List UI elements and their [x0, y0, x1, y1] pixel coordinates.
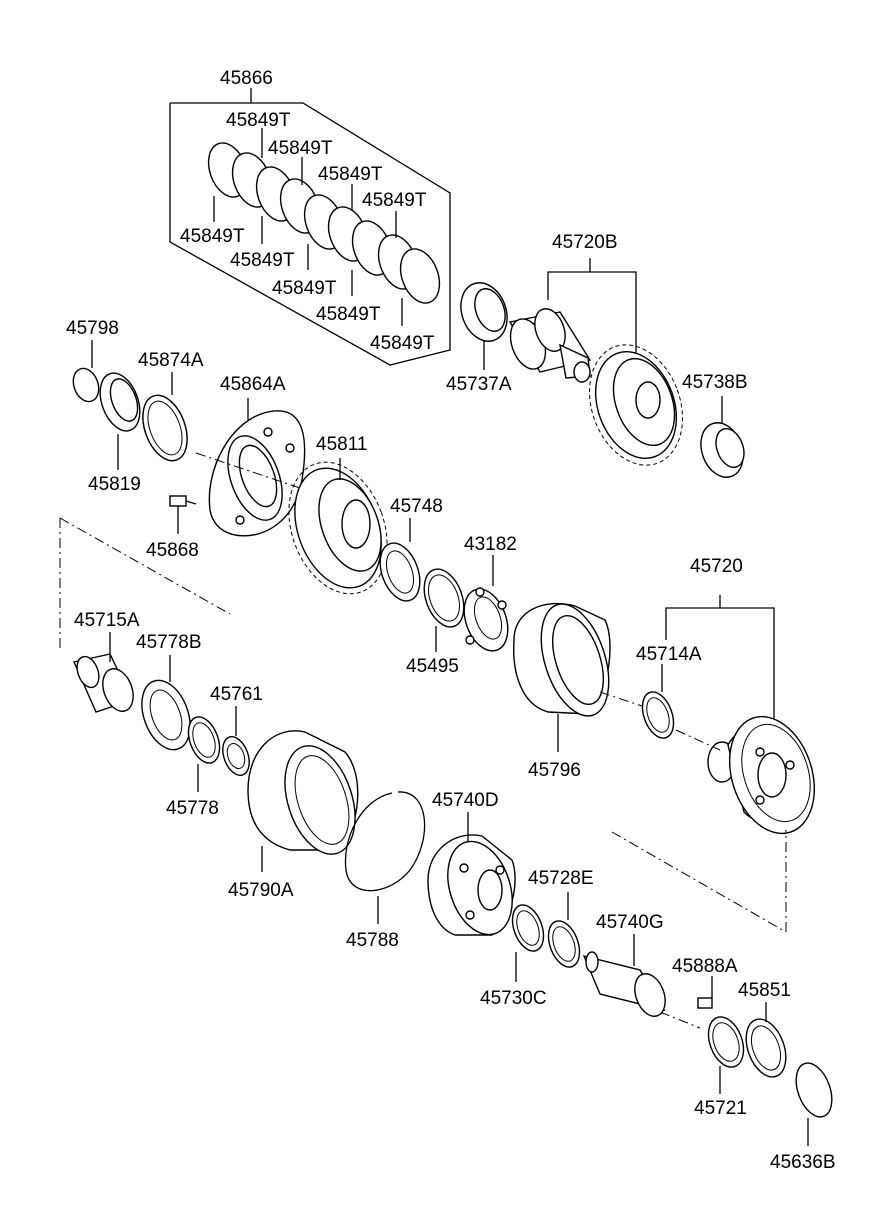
bearing-45737A — [460, 282, 508, 370]
label-45849T-2: 45849T — [268, 138, 333, 159]
label-45864A: 45864A — [220, 374, 286, 395]
label-45738B: 45738B — [682, 372, 748, 393]
label-45778B: 45778B — [136, 632, 202, 653]
label-45728E: 45728E — [528, 868, 594, 889]
label-45788: 45788 — [346, 930, 399, 951]
label-45866: 45866 — [220, 68, 273, 89]
label-45849T-6: 45849T — [230, 250, 295, 271]
washer-45495 — [423, 568, 465, 652]
label-45849T-5: 45849T — [180, 226, 245, 247]
label-45849T-4: 45849T — [362, 190, 427, 211]
washer-45778 — [187, 716, 221, 792]
label-45874A: 45874A — [138, 350, 204, 371]
label-45811: 45811 — [316, 434, 367, 455]
label-45714A: 45714A — [636, 644, 702, 665]
label-45798: 45798 — [66, 318, 119, 339]
shaft-45715A — [73, 632, 134, 713]
label-45849T-9: 45849T — [370, 333, 435, 354]
label-45849T-7: 45849T — [272, 278, 337, 299]
retainer-45864A — [208, 398, 306, 537]
assembly-frame-lines — [59, 517, 787, 1029]
output-gear-assembly-45720B — [508, 258, 683, 466]
drum-45790A — [247, 730, 359, 872]
label-45761: 45761 — [210, 684, 263, 705]
label-45851: 45851 — [738, 980, 791, 1001]
plate-45778B — [141, 655, 191, 751]
thrust-bearing-45748 — [379, 518, 421, 602]
bolt-45868 — [169, 495, 197, 534]
gear-45811 — [288, 458, 388, 595]
friction-rings-45849T — [207, 128, 441, 326]
label-45737A: 45737A — [446, 374, 512, 395]
label-45740D: 45740D — [432, 790, 499, 811]
label-45636B: 45636B — [770, 1152, 836, 1173]
snap-ring-45714A — [641, 664, 675, 739]
label-45849T-1: 45849T — [226, 110, 291, 131]
shaft-45740G — [582, 934, 666, 1017]
label-45720: 45720 — [690, 556, 743, 577]
label-45796: 45796 — [528, 760, 581, 781]
planetary-45740D — [427, 812, 516, 936]
label-45819: 45819 — [88, 474, 141, 495]
bearing-45738B — [700, 396, 745, 478]
label-45715A: 45715A — [74, 610, 140, 631]
washer-45798 — [72, 340, 100, 403]
label-45778: 45778 — [166, 798, 219, 819]
ring-45728E — [547, 892, 581, 968]
bearing-45851 — [745, 1002, 787, 1078]
snap-ring-45874A — [142, 372, 188, 462]
axis-line-upper — [195, 452, 301, 489]
ring-set-bracket — [169, 88, 451, 366]
plate-43182 — [463, 555, 509, 652]
snap-ring-45788 — [344, 791, 426, 924]
label-45849T-3: 45849T — [318, 164, 383, 185]
label-45888A: 45888A — [672, 956, 738, 977]
ring-45721 — [707, 1016, 745, 1094]
label-45720B: 45720B — [552, 232, 618, 253]
label-45790A: 45790A — [228, 880, 294, 901]
part-labels: 45866 45849T 45849T 45849T 45849T 45849T… — [66, 68, 836, 1173]
label-45849T-8: 45849T — [316, 304, 381, 325]
label-45740G: 45740G — [596, 912, 664, 933]
label-45748: 45748 — [390, 496, 443, 517]
drum-45796 — [513, 602, 611, 752]
bearing-45819 — [99, 372, 141, 470]
bolt-45888A — [697, 976, 713, 1009]
label-45730C: 45730C — [480, 988, 547, 1009]
label-45495: 45495 — [406, 656, 459, 677]
ring-45730C — [511, 904, 545, 982]
label-45721: 45721 — [694, 1098, 747, 1119]
label-45868: 45868 — [146, 540, 199, 561]
carrier-45720 — [665, 595, 816, 835]
bearing-45761 — [222, 706, 250, 776]
ring-45636B — [795, 1062, 833, 1146]
label-43182: 43182 — [464, 534, 517, 555]
